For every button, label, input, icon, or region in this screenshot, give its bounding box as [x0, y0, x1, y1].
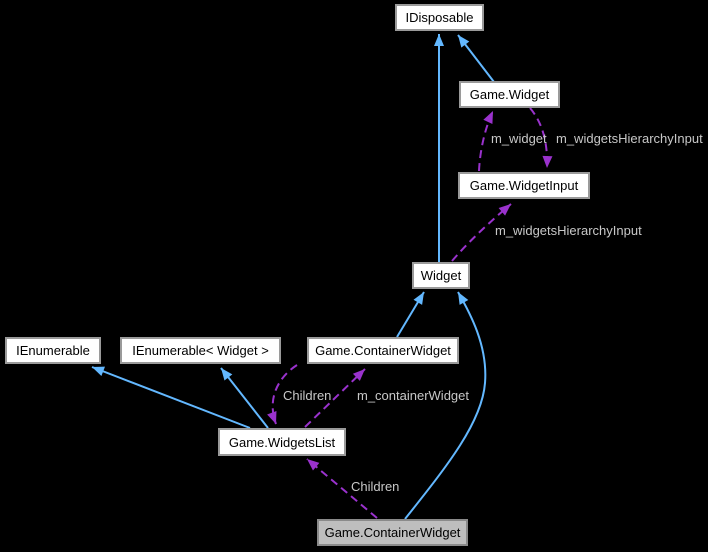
node-game-containerwidget-focus: Game.ContainerWidget	[317, 519, 468, 546]
node-game-containerwidget[interactable]: Game.ContainerWidget	[307, 337, 459, 364]
edge-label-m-widget: m_widget	[491, 131, 547, 146]
node-ienumerable-widget[interactable]: IEnumerable< Widget >	[120, 337, 281, 364]
node-game-widgetslist[interactable]: Game.WidgetsList	[218, 428, 346, 456]
edge-label-m-widgetshierarchyinput-mid: m_widgetsHierarchyInput	[495, 223, 642, 238]
usage-arrow-widgetinput-to-gamewidget-m-widget	[478, 110, 494, 172]
node-game-widgetinput[interactable]: Game.WidgetInput	[458, 172, 590, 199]
node-idisposable[interactable]: IDisposable	[395, 4, 484, 31]
inheritance-arrow-widgetslist-to-ienumerable-widget	[220, 367, 269, 429]
node-ienumerable[interactable]: IEnumerable	[5, 337, 101, 364]
inheritance-arrow-widgetslist-to-ienumerable	[91, 366, 251, 429]
usage-arrow-widgetslist-to-containerwidget-m-containerwidget	[304, 368, 366, 428]
usage-arrow-containerwidget-focus-to-widgetslist-children	[306, 458, 378, 519]
node-game-widget[interactable]: Game.Widget	[459, 81, 560, 108]
inheritance-arrow-containerwidget-to-widget	[396, 291, 425, 338]
edge-label-m-containerwidget: m_containerWidget	[357, 388, 469, 403]
edge-label-children-top: Children	[283, 388, 332, 403]
usage-arrow-gamewidget-to-widgetinput-hierarchyinput	[529, 107, 553, 169]
inheritance-arrow-gamewidget-to-idisposable	[457, 34, 495, 83]
node-widget[interactable]: Widget	[412, 262, 470, 289]
edge-label-children-bottom: Children	[351, 479, 400, 494]
usage-arrow-widget-to-widgetinput-hierarchyinput	[451, 203, 512, 262]
usage-arrow-containerwidget-to-widgetslist-children	[267, 364, 298, 425]
edge-label-m-widgetshierarchyinput-top: m_widgetsHierarchyInput	[556, 131, 703, 146]
inheritance-arrow-containerwidget-focus-to-widget	[404, 291, 487, 520]
